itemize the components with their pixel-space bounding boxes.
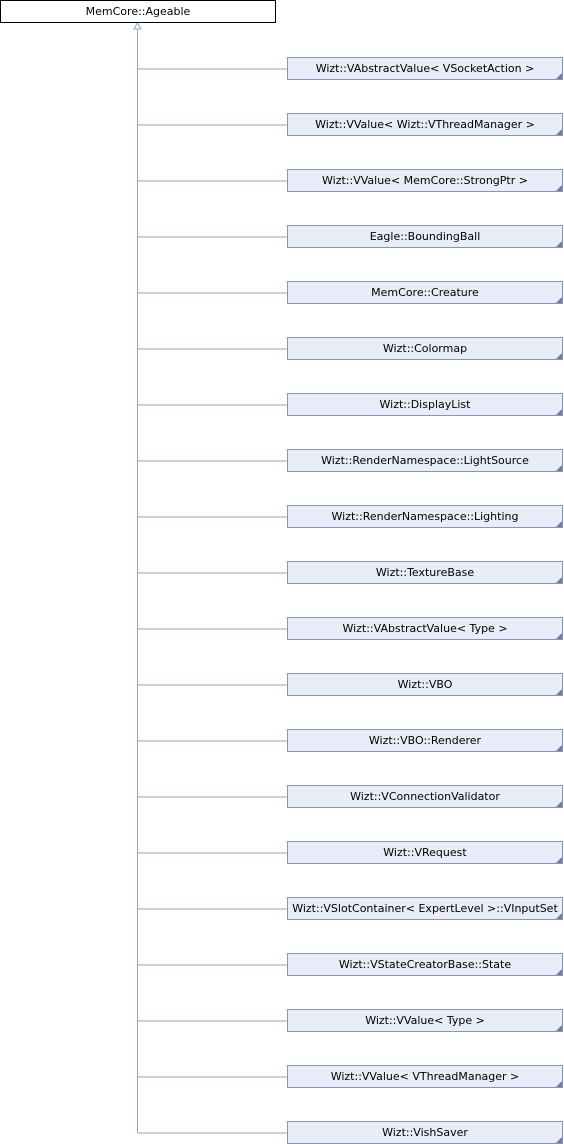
derived-class-node[interactable]: Wizt::VStateCreatorBase::State [287,953,563,976]
derived-class-label: Eagle::BoundingBall [369,230,481,243]
derived-class-label: Wizt::VishSaver [382,1126,468,1139]
collapsed-corner-icon [556,1081,562,1087]
derived-class-node[interactable]: Wizt::DisplayList [287,393,563,416]
collapsed-corner-icon [556,913,562,919]
collapsed-corner-icon [556,73,562,79]
derived-class-node[interactable]: Wizt::VBO [287,673,563,696]
derived-class-label: Wizt::VConnectionValidator [350,790,500,803]
derived-class-label: Wizt::VAbstractValue< VSocketAction > [315,62,535,75]
derived-class-node[interactable]: Wizt::VValue< Wizt::VThreadManager > [287,113,563,136]
collapsed-corner-icon [556,353,562,359]
collapsed-corner-icon [556,1025,562,1031]
collapsed-corner-icon [556,801,562,807]
collapsed-corner-icon [556,577,562,583]
collapsed-corner-icon [556,409,562,415]
derived-class-node[interactable]: MemCore::Creature [287,281,563,304]
derived-class-node[interactable]: Wizt::VAbstractValue< Type > [287,617,563,640]
collapsed-corner-icon [556,633,562,639]
derived-class-label: Wizt::VValue< VThreadManager > [330,1070,520,1083]
derived-class-label: Wizt::VValue< Wizt::VThreadManager > [315,118,535,131]
collapsed-corner-icon [556,969,562,975]
derived-class-node[interactable]: Wizt::VConnectionValidator [287,785,563,808]
collapsed-corner-icon [556,689,562,695]
derived-class-label: Wizt::DisplayList [379,398,471,411]
collapsed-corner-icon [556,185,562,191]
derived-class-node[interactable]: Wizt::VValue< MemCore::StrongPtr > [287,169,563,192]
derived-class-label: Wizt::VAbstractValue< Type > [342,622,508,635]
derived-class-node[interactable]: Wizt::RenderNamespace::Lighting [287,505,563,528]
derived-class-node[interactable]: Wizt::VAbstractValue< VSocketAction > [287,57,563,80]
root-class-label: MemCore::Ageable [85,5,191,18]
derived-class-node[interactable]: Wizt::VRequest [287,841,563,864]
derived-class-label: Wizt::VSlotContainer< ExpertLevel >::VIn… [292,902,558,915]
root-class-node[interactable]: MemCore::Ageable [0,0,276,23]
collapsed-corner-icon [556,241,562,247]
derived-class-label: MemCore::Creature [371,286,479,299]
collapsed-corner-icon [556,297,562,303]
derived-class-label: Wizt::Colormap [382,342,468,355]
derived-class-label: Wizt::TextureBase [375,566,475,579]
collapsed-corner-icon [556,1137,562,1143]
derived-class-node[interactable]: Wizt::VValue< Type > [287,1009,563,1032]
derived-class-node[interactable]: Eagle::BoundingBall [287,225,563,248]
derived-class-label: Wizt::RenderNamespace::LightSource [321,454,529,467]
derived-class-label: Wizt::VRequest [383,846,467,859]
inheritance-arrow-icon [133,22,142,30]
derived-class-node[interactable]: Wizt::VValue< VThreadManager > [287,1065,563,1088]
derived-class-node[interactable]: Wizt::Colormap [287,337,563,360]
derived-class-label: Wizt::RenderNamespace::Lighting [331,510,519,523]
collapsed-corner-icon [556,521,562,527]
collapsed-corner-icon [556,857,562,863]
derived-class-label: Wizt::VValue< MemCore::StrongPtr > [322,174,528,187]
derived-class-node[interactable]: Wizt::TextureBase [287,561,563,584]
derived-class-label: Wizt::VBO [397,678,453,691]
collapsed-corner-icon [556,129,562,135]
derived-class-node[interactable]: Wizt::VSlotContainer< ExpertLevel >::VIn… [287,897,563,920]
collapsed-corner-icon [556,745,562,751]
derived-class-label: Wizt::VBO::Renderer [368,734,482,747]
derived-class-label: Wizt::VStateCreatorBase::State [338,958,512,971]
derived-class-node[interactable]: Wizt::RenderNamespace::LightSource [287,449,563,472]
derived-class-node[interactable]: Wizt::VBO::Renderer [287,729,563,752]
derived-class-node[interactable]: Wizt::VishSaver [287,1121,563,1144]
derived-class-label: Wizt::VValue< Type > [365,1014,485,1027]
collapsed-corner-icon [556,465,562,471]
